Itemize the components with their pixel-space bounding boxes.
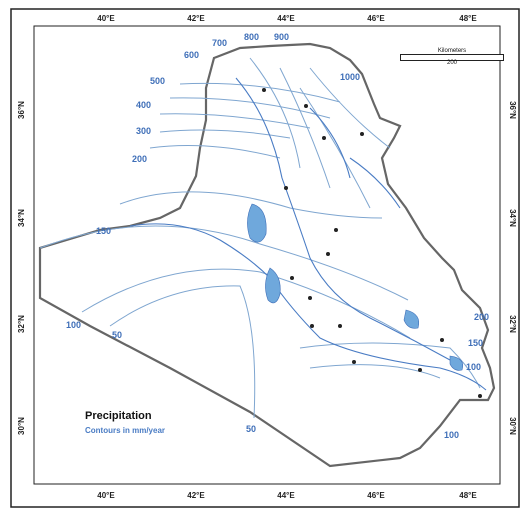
marsh-south bbox=[449, 355, 464, 371]
lat-tick-right: 30°N bbox=[508, 417, 517, 435]
contour-label: 150 bbox=[468, 338, 483, 348]
city-marker bbox=[334, 228, 338, 232]
legend-title: Precipitation bbox=[85, 410, 152, 422]
lon-tick-top: 46°E bbox=[367, 14, 385, 23]
city-marker bbox=[440, 338, 444, 342]
city-marker bbox=[310, 324, 314, 328]
longitude-ticks-bottom: 40°E 42°E 44°E 46°E 48°E bbox=[97, 491, 477, 500]
lat-tick-left: 34°N bbox=[17, 209, 26, 227]
city-marker bbox=[338, 324, 342, 328]
contour-label: 100 bbox=[466, 362, 481, 372]
rivers bbox=[129, 77, 487, 391]
city-marker bbox=[284, 186, 288, 190]
lon-tick-top: 44°E bbox=[277, 14, 295, 23]
scale-bar-rect bbox=[400, 54, 504, 61]
scale-title: Kilometers bbox=[437, 48, 467, 54]
contour-label: 50 bbox=[246, 424, 256, 434]
city-marker bbox=[478, 394, 482, 398]
lon-tick-top: 40°E bbox=[97, 14, 115, 23]
lat-tick-left: 32°N bbox=[17, 315, 26, 333]
contour-label: 1000 bbox=[340, 72, 360, 82]
city-marker bbox=[262, 88, 266, 92]
city-marker bbox=[352, 360, 356, 364]
contour-label: 200 bbox=[474, 312, 489, 322]
lon-tick-bottom: 46°E bbox=[367, 491, 385, 500]
contour-lines bbox=[39, 57, 481, 419]
latitude-ticks-right: 36°N 34°N 32°N 30°N bbox=[508, 101, 517, 435]
lat-tick-right: 34°N bbox=[508, 209, 517, 227]
lat-tick-left: 30°N bbox=[17, 417, 26, 435]
contour-label: 150 bbox=[96, 226, 111, 236]
contour-label: 100 bbox=[444, 430, 459, 440]
lon-tick-bottom: 44°E bbox=[277, 491, 295, 500]
precipitation-map: 40°E 42°E 44°E 46°E 48°E 40°E 42°E 44°E … bbox=[10, 8, 520, 508]
legend-subtitle: Contours in mm/year bbox=[85, 426, 166, 435]
water-bodies bbox=[247, 203, 464, 371]
contour-label: 400 bbox=[136, 100, 151, 110]
lat-tick-right: 36°N bbox=[508, 101, 517, 119]
contour-label: 800 bbox=[244, 32, 259, 42]
city-marker bbox=[360, 132, 364, 136]
contour-label: 900 bbox=[274, 32, 289, 42]
scale-bar: Kilometers 200 bbox=[400, 48, 504, 66]
contour-label: 50 bbox=[112, 330, 122, 340]
lon-tick-bottom: 42°E bbox=[187, 491, 205, 500]
contour-label: 200 bbox=[132, 154, 147, 164]
contour-label: 500 bbox=[150, 76, 165, 86]
contour-label: 300 bbox=[136, 126, 151, 136]
latitude-ticks-left: 36°N 34°N 32°N 30°N bbox=[17, 101, 26, 435]
lon-tick-bottom: 40°E bbox=[97, 491, 115, 500]
map-frame: 40°E 42°E 44°E 46°E 48°E 40°E 42°E 44°E … bbox=[10, 8, 520, 508]
lake-milh bbox=[265, 267, 281, 304]
lon-tick-top: 42°E bbox=[187, 14, 205, 23]
contour-labels: 700 800 900 600 500 1000 400 300 200 150… bbox=[66, 32, 489, 440]
lat-tick-right: 32°N bbox=[508, 315, 517, 333]
marsh-east bbox=[403, 309, 420, 329]
lon-tick-top: 48°E bbox=[459, 14, 477, 23]
city-marker bbox=[322, 136, 326, 140]
contour-label: 700 bbox=[212, 38, 227, 48]
city-marker bbox=[308, 296, 312, 300]
city-marker bbox=[326, 252, 330, 256]
city-marker bbox=[290, 276, 294, 280]
city-marker bbox=[304, 104, 308, 108]
lat-tick-left: 36°N bbox=[17, 101, 26, 119]
scale-value: 200 bbox=[446, 60, 457, 66]
contour-label: 600 bbox=[184, 50, 199, 60]
lon-tick-bottom: 48°E bbox=[459, 491, 477, 500]
city-markers bbox=[262, 88, 482, 398]
longitude-ticks-top: 40°E 42°E 44°E 46°E 48°E bbox=[97, 14, 477, 23]
city-marker bbox=[418, 368, 422, 372]
contour-label: 100 bbox=[66, 320, 81, 330]
lake-tharthar bbox=[247, 203, 267, 243]
